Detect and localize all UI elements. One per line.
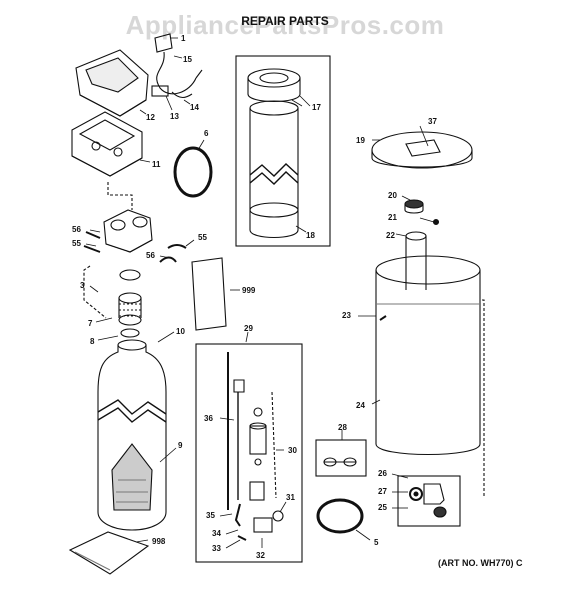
- callout-55-left: 55: [72, 239, 81, 248]
- callout-24: 24: [356, 401, 365, 410]
- o-ring-part-8[interactable]: [120, 328, 140, 338]
- wire-harness-part[interactable]: [154, 33, 203, 95]
- callout-35: 35: [206, 511, 215, 520]
- bypass-bracket: [83, 265, 107, 319]
- callout-10: 10: [176, 327, 185, 336]
- transformer-part[interactable]: [151, 85, 169, 97]
- brine-well-part[interactable]: [249, 100, 299, 238]
- manual-part[interactable]: [191, 257, 227, 331]
- callout-1: 1: [181, 34, 186, 43]
- callout-9: 9: [178, 441, 183, 450]
- clip-part-right[interactable]: [167, 244, 187, 249]
- salt-tank-part[interactable]: [375, 255, 481, 456]
- callout-19: 19: [356, 136, 365, 145]
- float-clips-part[interactable]: [323, 457, 357, 467]
- callout-13: 13: [170, 112, 179, 121]
- callout-labels: 1 15 12 13 14 11 6 17 18 19 37 20 21 22 …: [72, 34, 437, 560]
- brine-valve-part[interactable]: [227, 352, 284, 541]
- overflow-elbow-part[interactable]: [409, 483, 447, 518]
- callout-26: 26: [378, 469, 387, 478]
- callout-30: 30: [288, 446, 297, 455]
- salt-tank-lid-part[interactable]: [371, 131, 473, 169]
- callout-17: 17: [312, 103, 321, 112]
- callout-18: 18: [306, 231, 315, 240]
- connector-line: [107, 182, 133, 210]
- overflow-kit-box: [397, 475, 461, 527]
- distributor-part[interactable]: [118, 292, 142, 326]
- power-cord-part[interactable]: [171, 91, 193, 99]
- callout-56-top: 56: [72, 225, 81, 234]
- callout-31: 31: [286, 493, 295, 502]
- callout-11: 11: [152, 160, 161, 169]
- bag-part[interactable]: [68, 531, 150, 575]
- callout-20: 20: [388, 191, 397, 200]
- callout-15: 15: [183, 55, 192, 64]
- overflow-bracket: [482, 299, 485, 498]
- callout-8: 8: [90, 337, 95, 346]
- callout-56-right: 56: [146, 251, 155, 260]
- brine-valve-kit-box: [195, 343, 303, 563]
- callout-21: 21: [388, 213, 397, 222]
- callout-32: 32: [256, 551, 265, 560]
- callout-37: 37: [428, 117, 437, 126]
- float-kit-box: [315, 439, 367, 477]
- callout-998: 998: [152, 537, 166, 546]
- resin-tank-part[interactable]: [97, 339, 167, 531]
- callout-3: 3: [80, 281, 85, 290]
- callout-55-right: 55: [198, 233, 207, 242]
- valve-cover-part[interactable]: [71, 111, 143, 177]
- callout-25: 25: [378, 503, 387, 512]
- callout-36: 36: [204, 414, 213, 423]
- callout-999: 999: [242, 286, 256, 295]
- valve-body-part[interactable]: [103, 209, 153, 253]
- bag-fold-line: [74, 551, 111, 571]
- electronic-control-part[interactable]: [75, 49, 149, 117]
- brine-well-tube-part[interactable]: [405, 231, 427, 290]
- callout-7: 7: [88, 319, 93, 328]
- callout-27: 27: [378, 487, 387, 496]
- clip-part-left[interactable]: [85, 231, 101, 239]
- callout-6: 6: [204, 129, 209, 138]
- clip-part-right-2[interactable]: [159, 256, 177, 263]
- o-ring-part-6[interactable]: [173, 146, 213, 198]
- callout-28: 28: [338, 423, 347, 432]
- pin-part[interactable]: [432, 218, 440, 226]
- diagram-title: REPAIR PARTS: [241, 14, 329, 28]
- callout-5: 5: [374, 538, 379, 547]
- callout-22: 22: [386, 231, 395, 240]
- clip-part-left-2[interactable]: [83, 245, 101, 253]
- callout-34: 34: [212, 529, 221, 538]
- brine-well-cover-part[interactable]: [404, 199, 424, 214]
- art-number: (ART NO. WH770) C: [438, 558, 523, 568]
- gasket-part-5[interactable]: [316, 498, 364, 534]
- callout-23: 23: [342, 311, 351, 320]
- callout-14: 14: [190, 103, 199, 112]
- callout-29: 29: [244, 324, 253, 333]
- brine-well-kit-box: [235, 55, 331, 247]
- resin-bag-part[interactable]: [111, 443, 153, 511]
- callout-12: 12: [146, 113, 155, 122]
- o-ring-part-3[interactable]: [119, 269, 141, 281]
- brine-well-cap-part[interactable]: [247, 68, 301, 102]
- callout-33: 33: [212, 544, 221, 553]
- callout-leaders: [85, 37, 435, 549]
- watermark-text: AppliancePartsPros.com: [125, 10, 445, 40]
